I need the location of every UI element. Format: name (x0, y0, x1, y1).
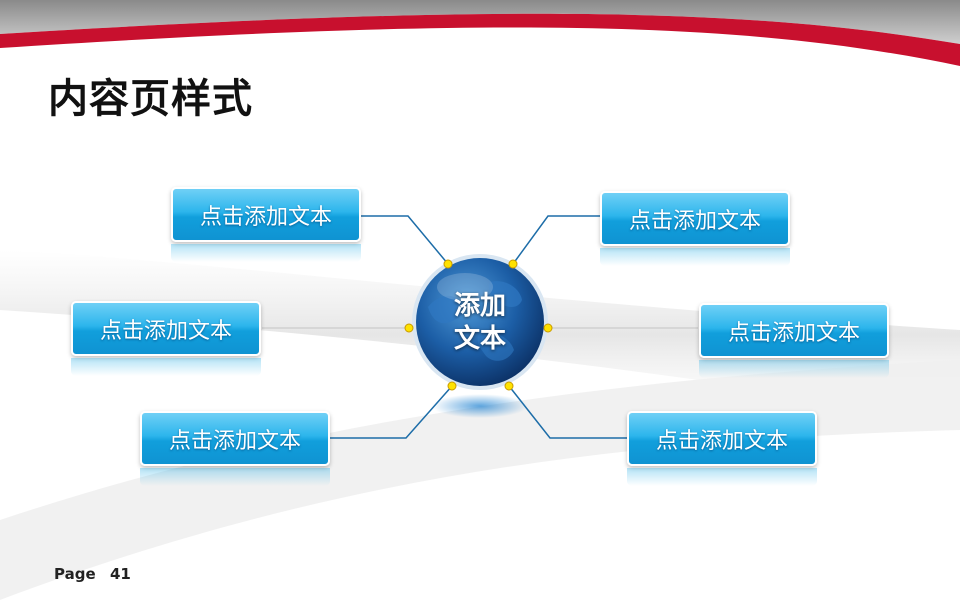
center-label-line2: 文本 (453, 324, 506, 354)
globe-icon (412, 254, 548, 390)
box-reflection (627, 468, 817, 486)
box-reflection (699, 360, 889, 378)
center-label[interactable]: 添加 文本 (410, 290, 550, 356)
page-number: 41 (110, 565, 131, 583)
box-reflection (140, 468, 330, 486)
text-box-top-left[interactable]: 点击添加文本 (171, 187, 361, 242)
connector-top-right (512, 215, 600, 265)
box-reflection (600, 248, 790, 266)
slide-title: 内容页样式 (48, 76, 253, 122)
box-reflection (171, 244, 361, 262)
text-box-bottom-left[interactable]: 点击添加文本 (140, 411, 330, 466)
center-label-line1: 添加 (453, 291, 506, 321)
box-reflection (71, 358, 261, 376)
connector-top-left (360, 215, 449, 265)
page-label: Page (54, 565, 96, 583)
text-box-top-right[interactable]: 点击添加文本 (600, 191, 790, 246)
text-box-bottom-right[interactable]: 点击添加文本 (627, 411, 817, 466)
header-gray-band (0, 0, 960, 44)
globe-shadow (432, 394, 528, 418)
text-box-middle-right[interactable]: 点击添加文本 (699, 303, 889, 358)
header-red-band (0, 13, 960, 66)
text-box-middle-left[interactable]: 点击添加文本 (71, 301, 261, 356)
